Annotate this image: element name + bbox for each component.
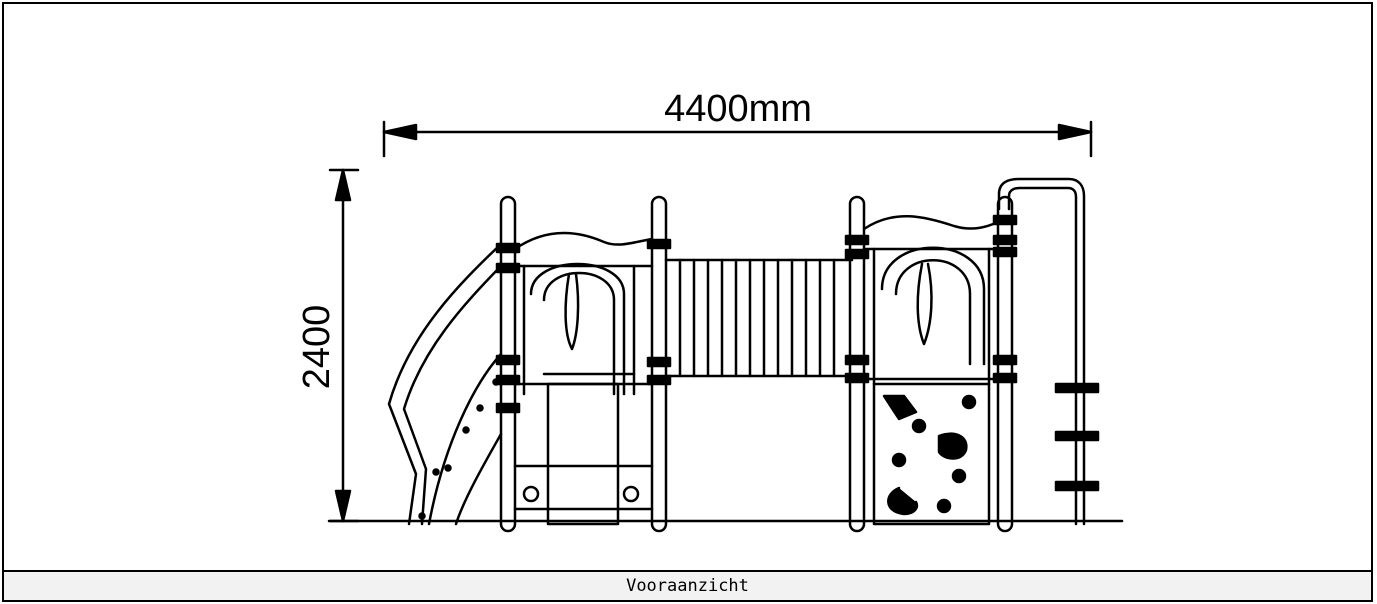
height-dimension — [328, 168, 360, 523]
width-dimension-label: 4400mm — [664, 88, 812, 130]
tower-right — [844, 195, 1018, 533]
playground-front-view-drawing: 4400mm 2400 — [296, 88, 1124, 533]
slide — [387, 242, 503, 526]
tunnel — [664, 258, 854, 378]
view-caption-bar: Vooraanzicht — [4, 570, 1371, 600]
climbing-pole — [997, 177, 1100, 526]
view-caption: Vooraanzicht — [626, 576, 749, 596]
width-dimension — [382, 120, 1093, 158]
tower-left — [495, 195, 672, 533]
height-dimension-label: 2400 — [296, 305, 338, 390]
